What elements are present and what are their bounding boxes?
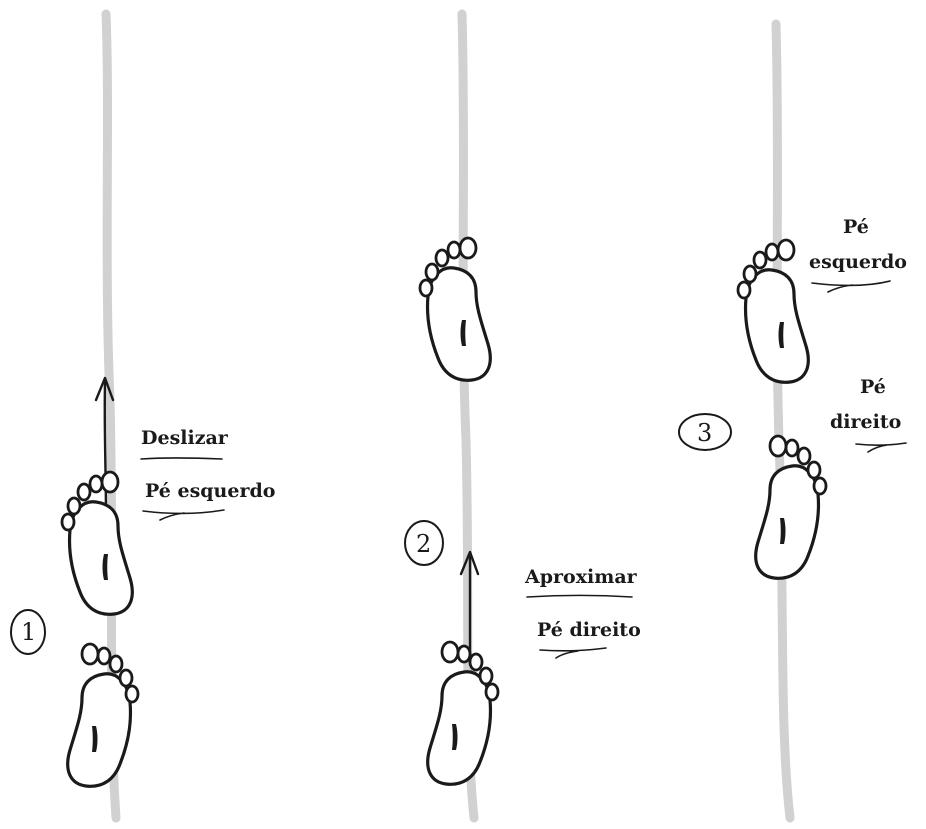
right-footprint-icon <box>428 642 498 784</box>
step-1: 1 Deslizar Pé esquerdo <box>11 378 275 786</box>
step-number-text: 1 <box>21 618 36 646</box>
right-footprint-icon <box>68 644 138 786</box>
step-number-text: 2 <box>416 530 431 558</box>
label-right-foot-line1: Pé <box>860 376 886 398</box>
label-left-foot-line1: Pé <box>843 216 869 238</box>
label-action: Deslizar <box>141 427 229 449</box>
step-number-3: 3 <box>679 414 731 450</box>
label-foot: Pé direito <box>537 619 641 641</box>
step-2: 2 Aproximar Pé direito <box>405 238 641 784</box>
step-3: 3 Pé esquerdo Pé direito <box>679 216 907 578</box>
label-action: Aproximar <box>524 566 638 588</box>
label-foot: Pé esquerdo <box>145 480 275 502</box>
step-number-2: 2 <box>405 521 443 565</box>
guide-line-3 <box>776 24 790 818</box>
left-footprint-icon <box>62 472 132 614</box>
right-footprint-icon <box>756 436 826 578</box>
step-number-text: 3 <box>697 419 712 447</box>
step-number-1: 1 <box>11 610 45 654</box>
left-footprint-icon <box>420 238 490 380</box>
label-right-foot-line2: direito <box>830 411 901 433</box>
label-left-foot-line2: esquerdo <box>809 251 907 273</box>
